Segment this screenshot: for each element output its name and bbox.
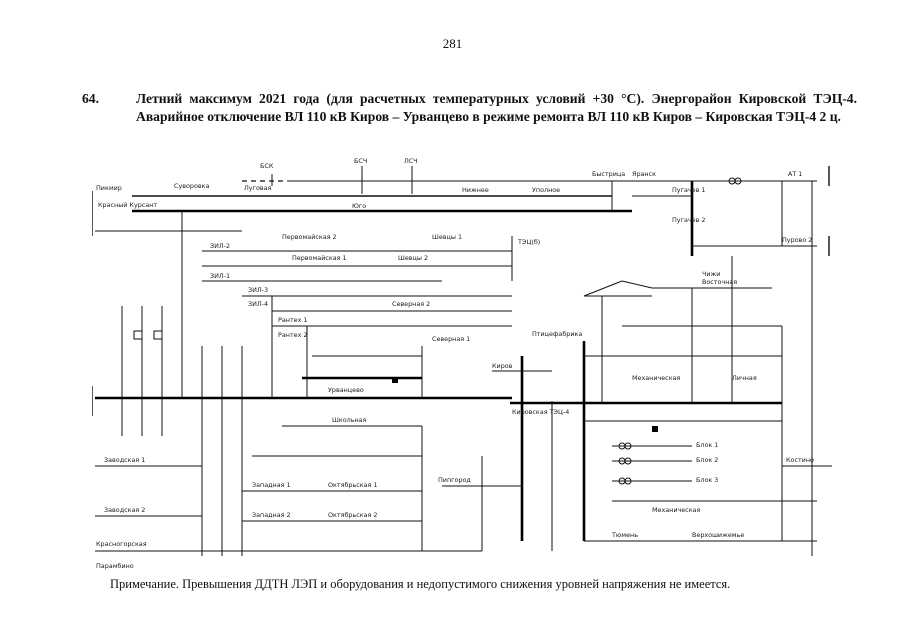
- label-chizhi: Чижи: [702, 270, 720, 278]
- breaker-sek: [652, 426, 658, 432]
- label-mekh-2: Механическая: [652, 506, 700, 514]
- generator-2: [133, 330, 143, 340]
- label-pervomayskaya-2: Первомайская 2: [282, 233, 337, 241]
- label-shevtsy-2: Шевцы 2: [398, 254, 428, 262]
- page-number: 281: [442, 36, 463, 51]
- label-purovo: Пурово 2: [782, 236, 812, 244]
- label-vostochnaya: Восточная: [702, 278, 737, 286]
- diag-line-2: [621, 280, 653, 289]
- label-at1: АТ 1: [788, 170, 802, 178]
- label-shkolnaya: Школьная: [332, 416, 367, 424]
- label-nizhnee: Нижнее: [462, 186, 489, 194]
- label-shevtsy-1: Шевцы 1: [432, 233, 462, 241]
- label-tets5: ТЭЦ(б): [517, 238, 540, 246]
- item-number: 64.: [82, 91, 99, 106]
- label-yugo: Юго: [352, 202, 366, 210]
- breaker-urvantsevo: [392, 377, 398, 383]
- page-title: 64. Летний максимум 2021 года (для расче…: [82, 90, 857, 125]
- title-text: Летний максимум 2021 года (для расчетных…: [136, 91, 857, 124]
- footnote: Примечание. Превышения ДДТН ЛЭП и оборуд…: [110, 577, 731, 591]
- label-kirov: Киров: [492, 362, 513, 370]
- label-blok-3: Блок 3: [696, 476, 718, 484]
- label-kirov-tets4: Кировская ТЭЦ-4: [512, 408, 569, 416]
- label-oktyabrskaya-1: Октябрьская 1: [328, 481, 377, 489]
- label-krasny-kursant: Красный Курсант: [98, 201, 157, 209]
- generator-1: [153, 330, 163, 340]
- label-upolnoe: Уполное: [532, 186, 560, 194]
- label-blok-1: Блок 1: [696, 441, 718, 449]
- transformer-at1-b: [734, 177, 742, 185]
- label-zil-2: ЗИЛ-2: [210, 242, 230, 250]
- label-tyumen: Тюмень: [611, 531, 638, 539]
- label-suvorovka: Суворовка: [174, 182, 210, 190]
- label-zil-3: ЗИЛ-3: [248, 286, 268, 294]
- transformer-blok2-b: [624, 457, 632, 465]
- label-oktyabrskaya-2: Октябрьская 2: [328, 511, 377, 519]
- power-flow-diagram: БСК БСЧ ЛСЧ Пикмир Суворовка Луговая Кра…: [91, 156, 832, 574]
- transformer-blok3-b: [624, 477, 632, 485]
- diag-line-1: [583, 280, 623, 297]
- label-ptitsefabrika: Птицефабрика: [532, 330, 582, 338]
- label-bsk: БСК: [260, 162, 274, 170]
- label-blok-2: Блок 2: [696, 456, 718, 464]
- label-zapadnaya-2: Западная 2: [252, 511, 291, 519]
- label-parambino: Парамбино: [96, 562, 134, 570]
- label-pikmir: Пикмир: [96, 184, 122, 192]
- label-pugachev-1: Пугачев 1: [672, 186, 705, 194]
- schematic-svg: БСК БСЧ ЛСЧ Пикмир Суворовка Луговая Кра…: [91, 157, 832, 570]
- label-severnaya-1: Северная 1: [432, 335, 470, 343]
- label-bystritsa: Быстрица: [592, 170, 625, 178]
- label-zavodskaya-2: Заводская 2: [104, 506, 145, 514]
- label-zapadnaya-1: Западная 1: [252, 481, 291, 489]
- label-lsch: ЛСЧ: [404, 157, 418, 165]
- label-lichnaya: Личная: [732, 374, 757, 382]
- label-urvantsevo: Урванцево: [328, 386, 364, 394]
- label-pugachev-2: Пугачев 2: [672, 216, 705, 224]
- label-pipgorod: Пипгород: [438, 476, 471, 484]
- label-zil-1: ЗИЛ-1: [210, 272, 230, 280]
- label-ranteh-2: Рантех 2: [278, 331, 307, 339]
- label-zil-4: ЗИЛ-4: [248, 300, 268, 308]
- label-pervomayskaya-1: Первомайская 1: [292, 254, 347, 262]
- label-ranteh-1: Рантех 1: [278, 316, 307, 324]
- label-mekhanicheskaya: Механическая: [632, 374, 680, 382]
- label-bsch: БСЧ: [354, 157, 367, 165]
- label-yaransk: Яранск: [632, 170, 656, 178]
- label-severnaya-2: Северная 2: [392, 300, 430, 308]
- transformer-blok1-b: [624, 442, 632, 450]
- label-krasnogorskaya: Красногорская: [96, 540, 147, 548]
- label-kostino: Костино: [786, 456, 814, 464]
- label-verkhoshizhemye: Верхошижемье: [692, 531, 744, 539]
- label-lugovaya: Луговая: [244, 184, 272, 192]
- label-zavodskaya-1: Заводская 1: [104, 456, 145, 464]
